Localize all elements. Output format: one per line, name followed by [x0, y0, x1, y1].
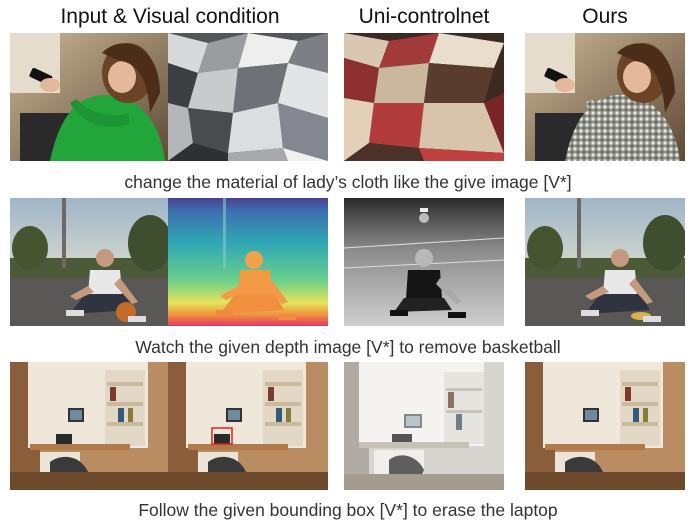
row1-uni-controlnet-image — [344, 33, 504, 161]
row2-ours-image — [525, 198, 685, 326]
header-ours: Ours — [582, 5, 628, 28]
row1-visual-condition-image — [168, 33, 328, 161]
row2-depth-condition-image — [168, 198, 328, 326]
row2-input-image — [10, 198, 170, 326]
row1-ours-image — [525, 33, 685, 161]
row2-caption: Watch the given depth image [V*] to remo… — [135, 337, 561, 357]
row1-input-image — [10, 33, 170, 161]
header-input-visual-condition: Input & Visual condition — [60, 5, 280, 28]
header-uni-controlnet: Uni-controlnet — [358, 5, 490, 28]
row3-ours-image — [525, 362, 685, 490]
row1-caption: change the material of lady’s cloth like… — [124, 172, 572, 192]
row3-bbox-condition-image — [168, 362, 328, 490]
row3-input-image — [10, 362, 170, 490]
row3-caption: Follow the given bounding box [V*] to er… — [138, 500, 558, 520]
row3-uni-controlnet-image — [344, 362, 504, 490]
row2-uni-controlnet-image — [344, 198, 504, 326]
